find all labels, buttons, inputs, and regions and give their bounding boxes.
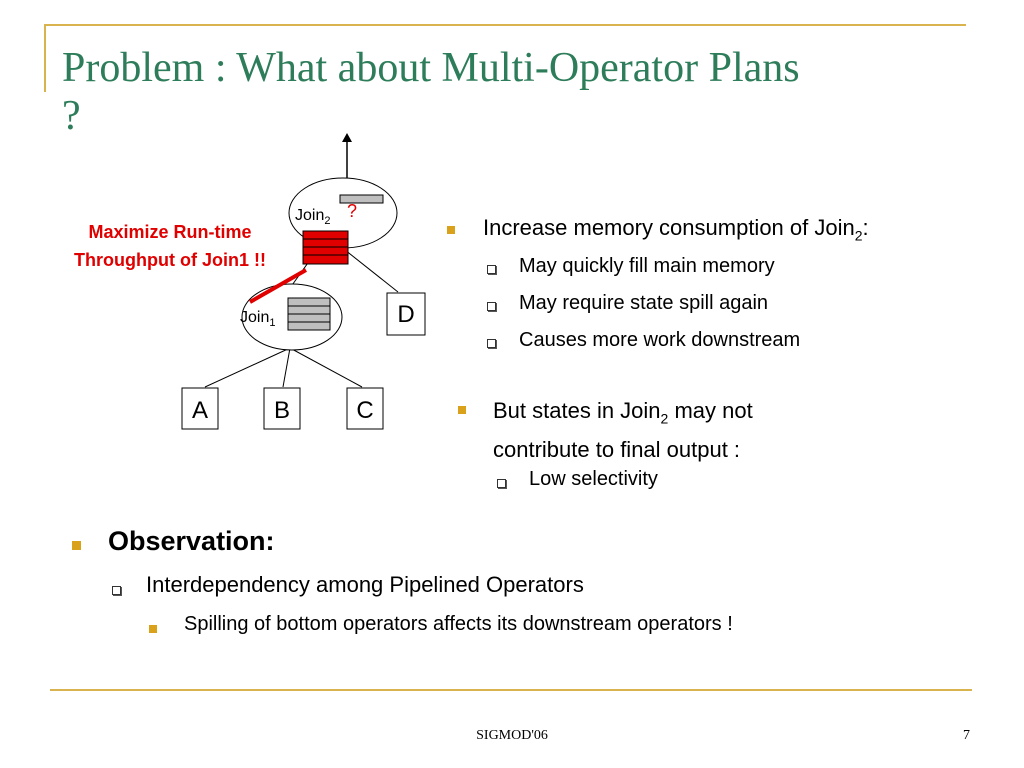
bullet-states-join2: But states in Join2 may not contribute t…	[493, 395, 753, 466]
bullet-square-icon	[72, 541, 81, 550]
leaf-a-box	[181, 387, 219, 430]
sub-bullet-more-work: Causes more work downstream	[519, 329, 801, 351]
title-line-1: Problem : What about Multi-Operator Plan…	[62, 45, 800, 91]
hollow-square-icon	[487, 302, 496, 311]
edge-join2-d	[339, 245, 399, 293]
observation-interdependency: Interdependency among Pipelined Operator…	[146, 572, 584, 597]
edge-join1-b	[282, 347, 291, 388]
subscript-2: 2	[854, 227, 863, 244]
edge-join1-a	[204, 347, 291, 388]
footer-conference: SIGMOD'06	[476, 728, 548, 743]
bullet-memory-consumption: Increase memory consumption of Join2:	[483, 215, 869, 243]
bullet-square-icon	[458, 406, 466, 414]
bullet-text: Increase memory consumption of Join	[483, 215, 855, 240]
leaf-d-label: D	[397, 301, 414, 328]
hollow-square-icon	[497, 479, 506, 488]
leaf-c-box	[346, 387, 384, 430]
page-number: 7	[963, 728, 970, 743]
bullet-states-line-1: But states in Join2 may not	[493, 395, 753, 434]
red-pointer-line	[249, 268, 307, 304]
leaf-b-label: B	[274, 397, 290, 424]
join2-question-mark: ?	[347, 201, 357, 221]
observation-spilling: Spilling of bottom operators affects its…	[184, 613, 733, 635]
edge-join1-c	[289, 347, 363, 388]
sub-bullet-low-selectivity: Low selectivity	[529, 468, 658, 490]
observation-heading: Observation:	[108, 526, 275, 556]
join2-label: Join2	[295, 207, 330, 227]
title-line-2: ?	[62, 93, 81, 139]
frame-top-line	[44, 24, 966, 26]
join2-small-buffer	[339, 194, 384, 204]
bullet-suffix: :	[862, 215, 869, 240]
leaf-c-label: C	[356, 397, 373, 424]
bullet-text: may not	[668, 398, 753, 423]
leaf-a-label: A	[192, 397, 208, 424]
bullet-square-icon	[149, 625, 157, 633]
maximize-throughput-note: Maximize Run-time Throughput of Join1 !!	[40, 218, 300, 274]
hollow-square-icon	[487, 265, 496, 274]
sub-bullet-state-spill: May require state spill again	[519, 292, 769, 314]
bullet-states-line-2: contribute to final output :	[493, 437, 741, 463]
hollow-square-icon	[487, 339, 496, 348]
subscript-2: 2	[660, 410, 669, 427]
note-line-1: Maximize Run-time	[88, 222, 252, 242]
bullet-text: But states in Join	[493, 398, 661, 423]
frame-left-line	[44, 24, 46, 92]
note-line-2: Throughput of Join1 !!	[74, 250, 266, 270]
join2-state-buffer	[302, 230, 349, 265]
bullet-square-icon	[447, 226, 455, 234]
leaf-d-box	[386, 292, 426, 336]
frame-bottom-line	[50, 689, 972, 691]
slide-title: Problem : What about Multi-Operator Plan…	[62, 44, 962, 140]
sub-bullet-fill-memory: May quickly fill main memory	[519, 255, 775, 277]
hollow-square-icon	[112, 586, 121, 595]
output-arrowhead	[342, 133, 352, 142]
leaf-b-box	[263, 387, 301, 430]
join1-label: Join1	[240, 309, 275, 329]
join1-state-buffer	[287, 297, 331, 331]
